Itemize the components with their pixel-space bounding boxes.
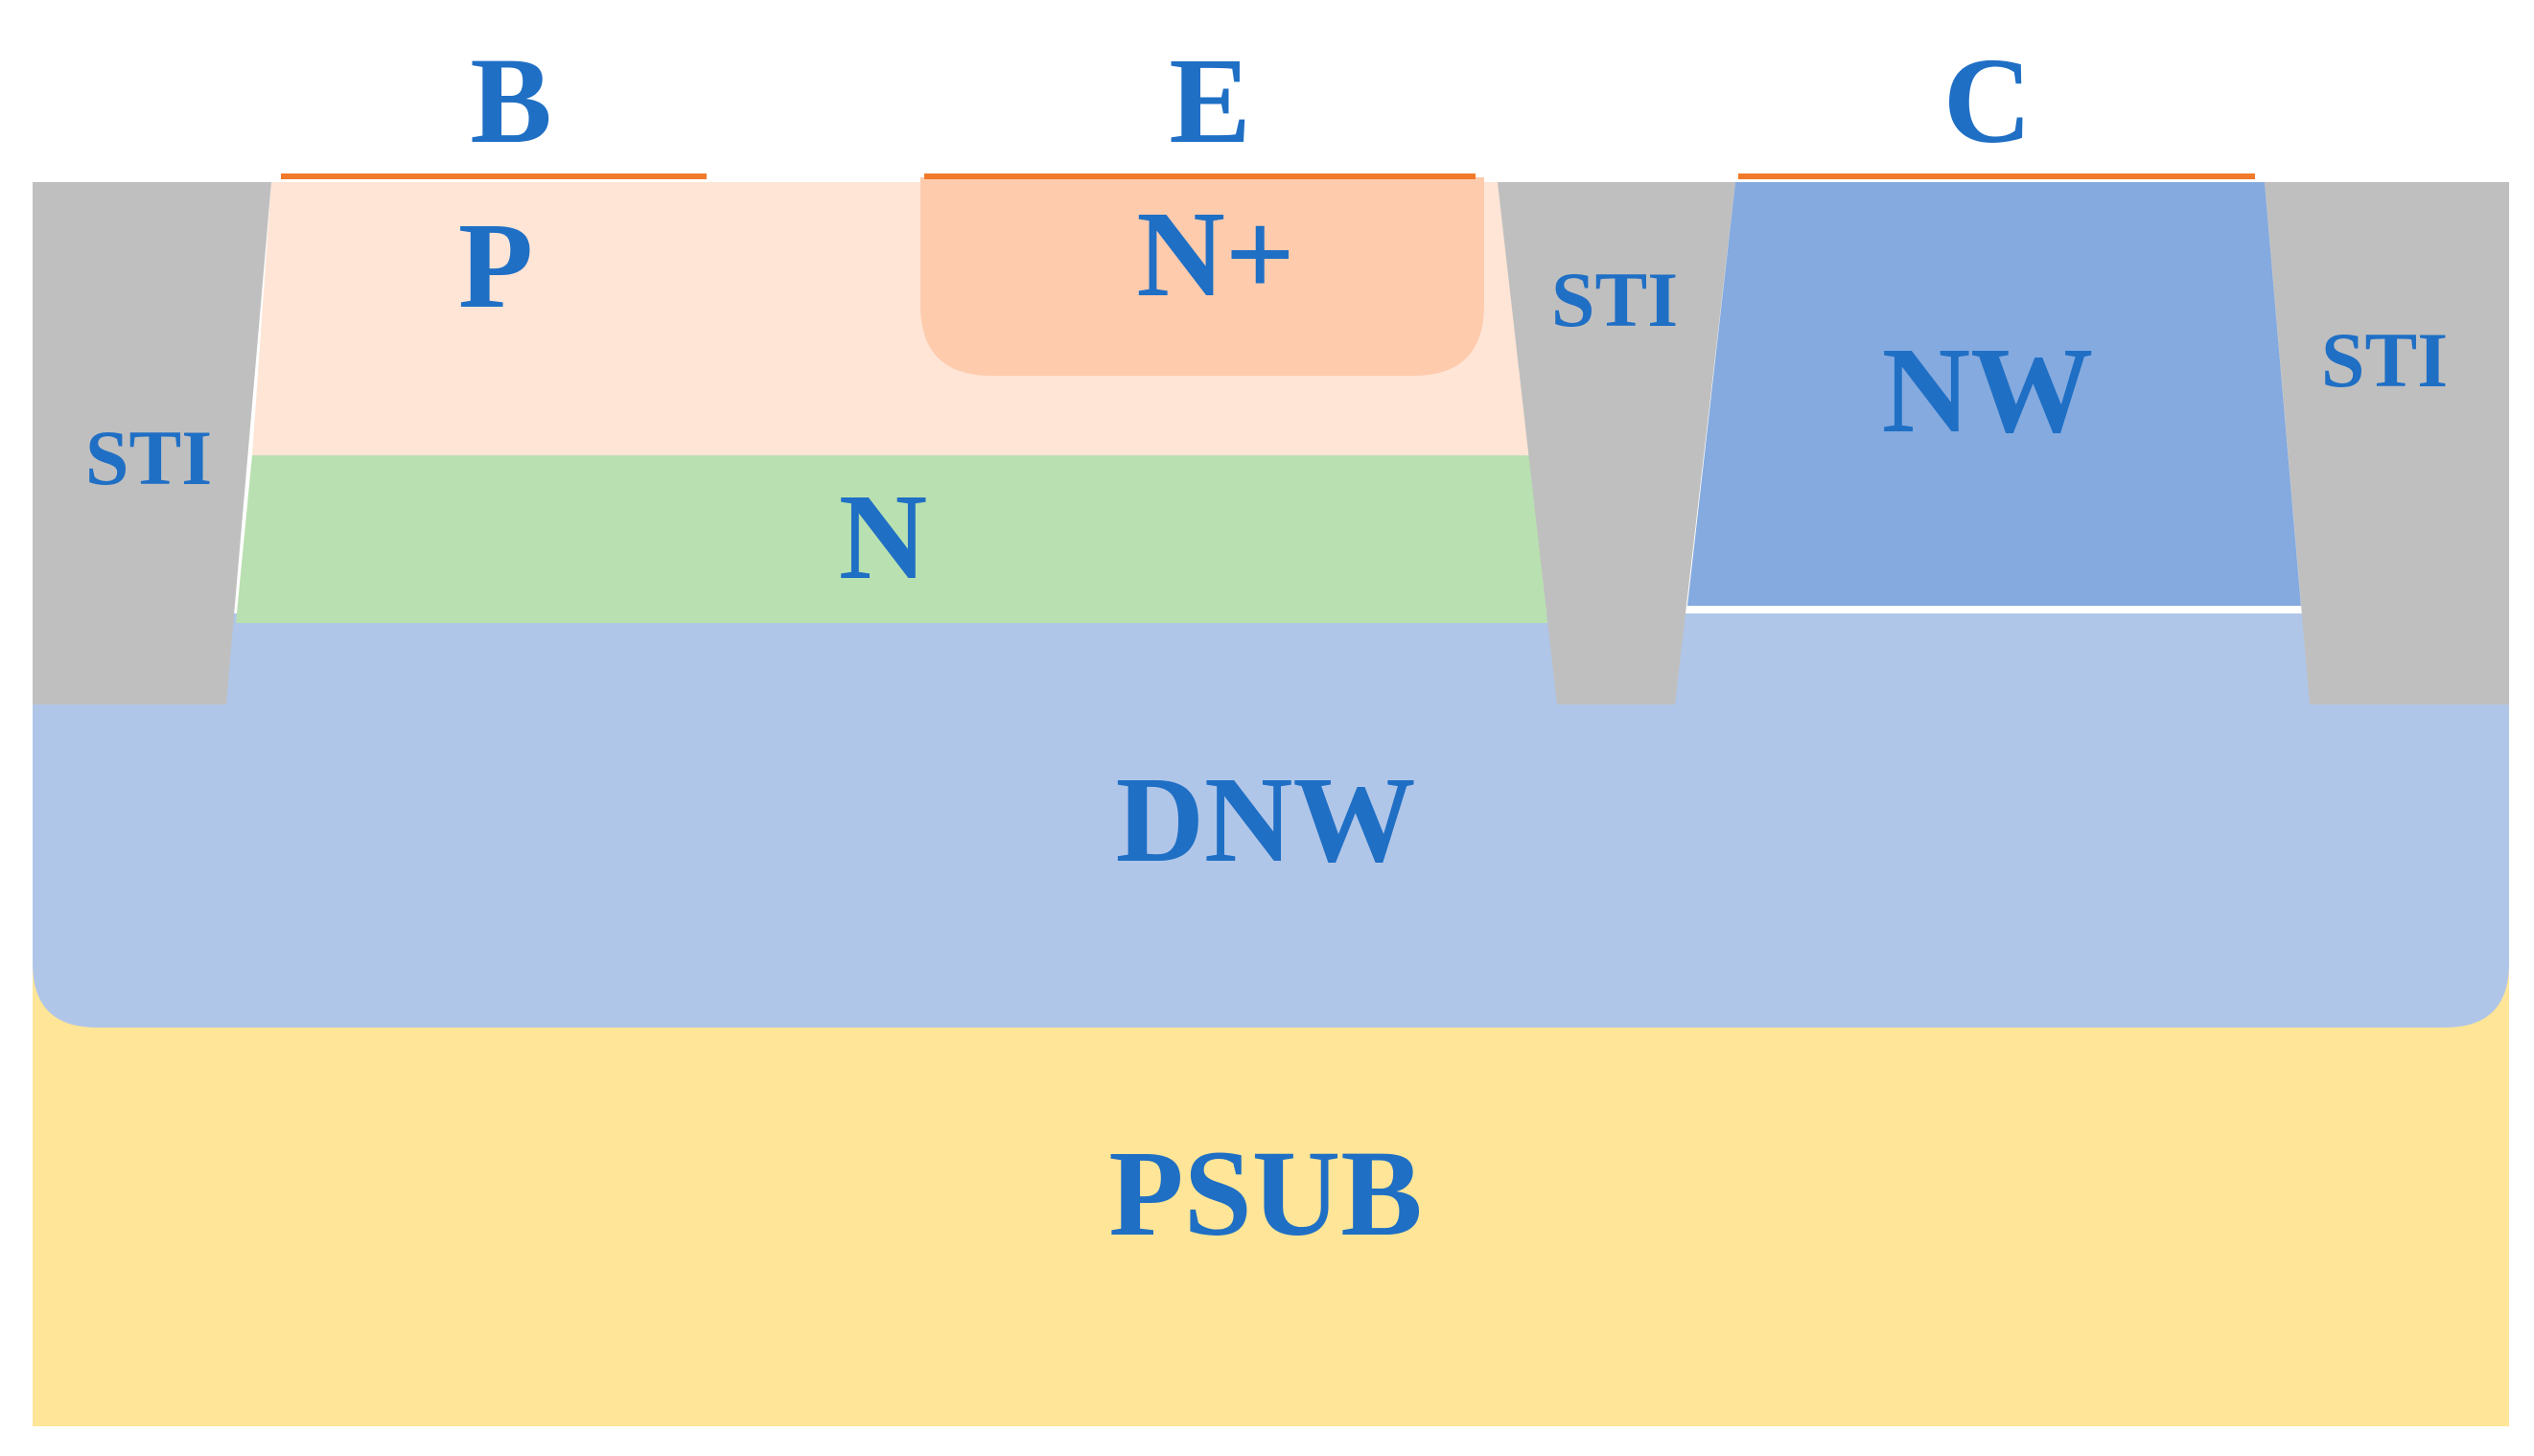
nw-region-label: NW	[1882, 322, 2093, 458]
dnw-region	[33, 613, 2509, 1028]
collector-terminal-label: C	[1943, 33, 2032, 169]
n-plus-region	[920, 177, 1484, 376]
psub-region-label: PSUB	[1108, 1125, 1422, 1261]
sti-middle-region	[1498, 182, 1735, 705]
sti-left-label: STI	[85, 414, 212, 501]
collector-contact	[1738, 173, 2255, 179]
p-region-label: P	[458, 197, 533, 334]
n-plus-region-label: N+	[1136, 186, 1294, 322]
sti-left-region	[33, 182, 271, 705]
n-region	[236, 455, 1547, 623]
emitter-terminal-label: E	[1169, 33, 1250, 169]
emitter-contact	[924, 173, 1476, 179]
nw-region	[1687, 182, 2301, 606]
psub-region	[33, 959, 2509, 1426]
dnw-region-label: DNW	[1116, 751, 1416, 888]
sti-right-label: STI	[2321, 316, 2448, 404]
sti-right-region	[2265, 182, 2509, 705]
n-region-label: N	[839, 469, 927, 605]
sti-middle-label: STI	[1551, 256, 1678, 343]
base-contact	[281, 173, 707, 179]
base-terminal-label: B	[470, 33, 551, 169]
